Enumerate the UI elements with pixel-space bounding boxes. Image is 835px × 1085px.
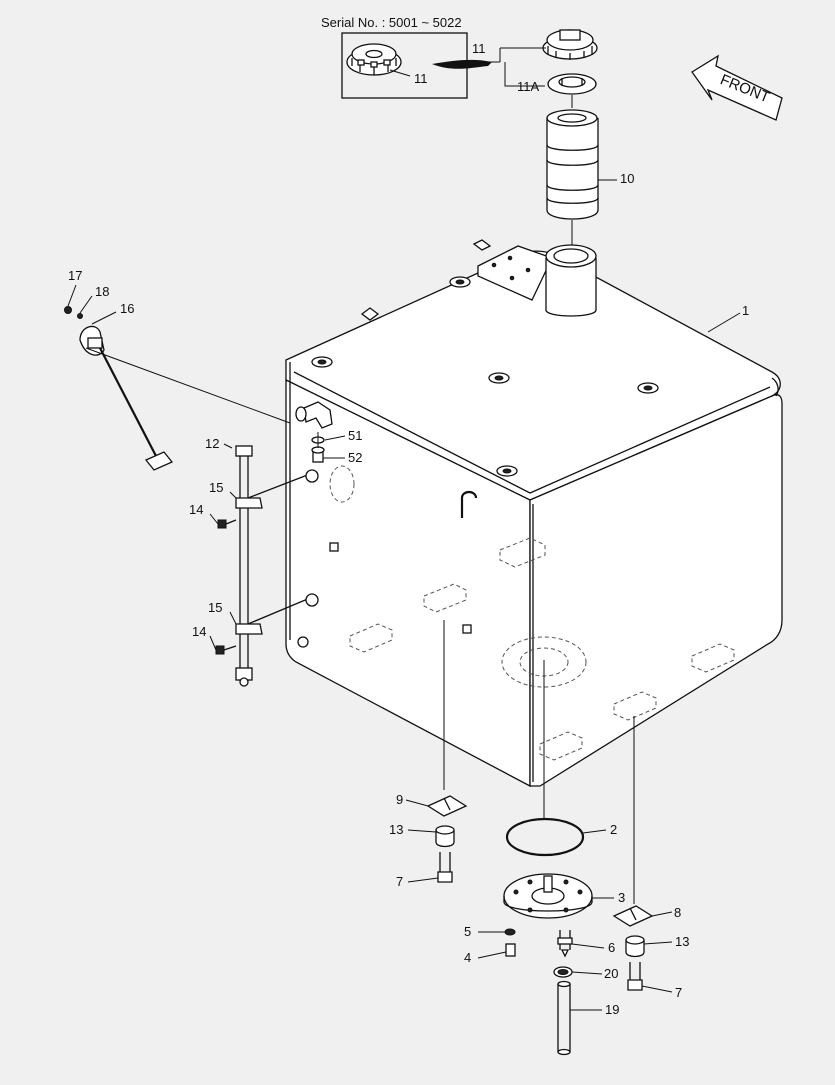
label-17: 17 (68, 268, 82, 283)
label-8: 8 (674, 905, 681, 920)
level-gauge-16 (79, 325, 291, 471)
label-14-lower: 14 (192, 624, 206, 639)
fitting-6 (557, 930, 573, 958)
label-11-main: 11 (472, 41, 486, 56)
label-13-right: 13 (675, 934, 689, 949)
top-plate (477, 245, 553, 301)
label-15-upper: 15 (209, 480, 223, 495)
label-12: 12 (205, 436, 219, 451)
bolt-14-lower (215, 645, 237, 655)
label-3: 3 (618, 890, 625, 905)
filler-strainer-10 (546, 109, 599, 220)
clamp-20 (553, 966, 573, 978)
hose-19 (557, 980, 571, 1056)
fuel-tank-1 (285, 239, 783, 788)
label-18: 18 (95, 284, 109, 299)
label-10: 10 (620, 171, 634, 186)
label-6: 6 (608, 940, 615, 955)
filler-cap-11 (542, 29, 598, 60)
label-11a: 11A (517, 79, 539, 94)
inset-cap-drawing (346, 43, 402, 76)
inset-arrow (432, 59, 492, 69)
label-15-lower: 15 (208, 600, 222, 615)
plug-52 (311, 446, 325, 463)
label-52: 52 (348, 450, 362, 465)
cover-plate-3 (503, 873, 593, 919)
label-13-left: 13 (389, 822, 403, 837)
label-5: 5 (464, 924, 471, 939)
front-arrow: FRONT (691, 54, 783, 121)
clamp-15-upper (235, 469, 319, 509)
cushion-13-left (435, 825, 455, 848)
label-7-right: 7 (675, 985, 682, 1000)
elbow-fitting (295, 401, 333, 429)
label-1: 1 (742, 303, 749, 318)
label-7-left: 7 (396, 874, 403, 889)
shim-9 (426, 795, 468, 817)
bolt-7-right (627, 962, 643, 991)
label-11-inset: 11 (414, 71, 428, 86)
label-14-upper: 14 (189, 502, 203, 517)
label-51: 51 (348, 428, 362, 443)
label-9: 9 (396, 792, 403, 807)
bolt-14-upper (217, 519, 237, 529)
screw-17 (64, 306, 72, 314)
label-20: 20 (604, 966, 618, 981)
washer-18 (77, 313, 83, 319)
clamp-15-lower (235, 593, 319, 635)
filler-neck (545, 258, 597, 317)
o-ring-2 (505, 817, 585, 857)
sight-tube-12 (235, 445, 253, 687)
bolt-7-left (437, 852, 453, 883)
serial-note: Serial No. : 5001 ~ 5022 (321, 15, 462, 30)
label-2: 2 (610, 822, 617, 837)
cushion-13-right (625, 935, 645, 958)
label-4: 4 (464, 950, 471, 965)
shim-8 (612, 905, 654, 927)
label-19: 19 (605, 1002, 619, 1017)
washer-5 (504, 928, 516, 936)
label-16: 16 (120, 301, 134, 316)
seal-ring-11a (547, 73, 597, 95)
bolt-4 (505, 943, 516, 957)
serial-inset: Serial No. : 5001 ~ 5022 11 (321, 15, 492, 99)
